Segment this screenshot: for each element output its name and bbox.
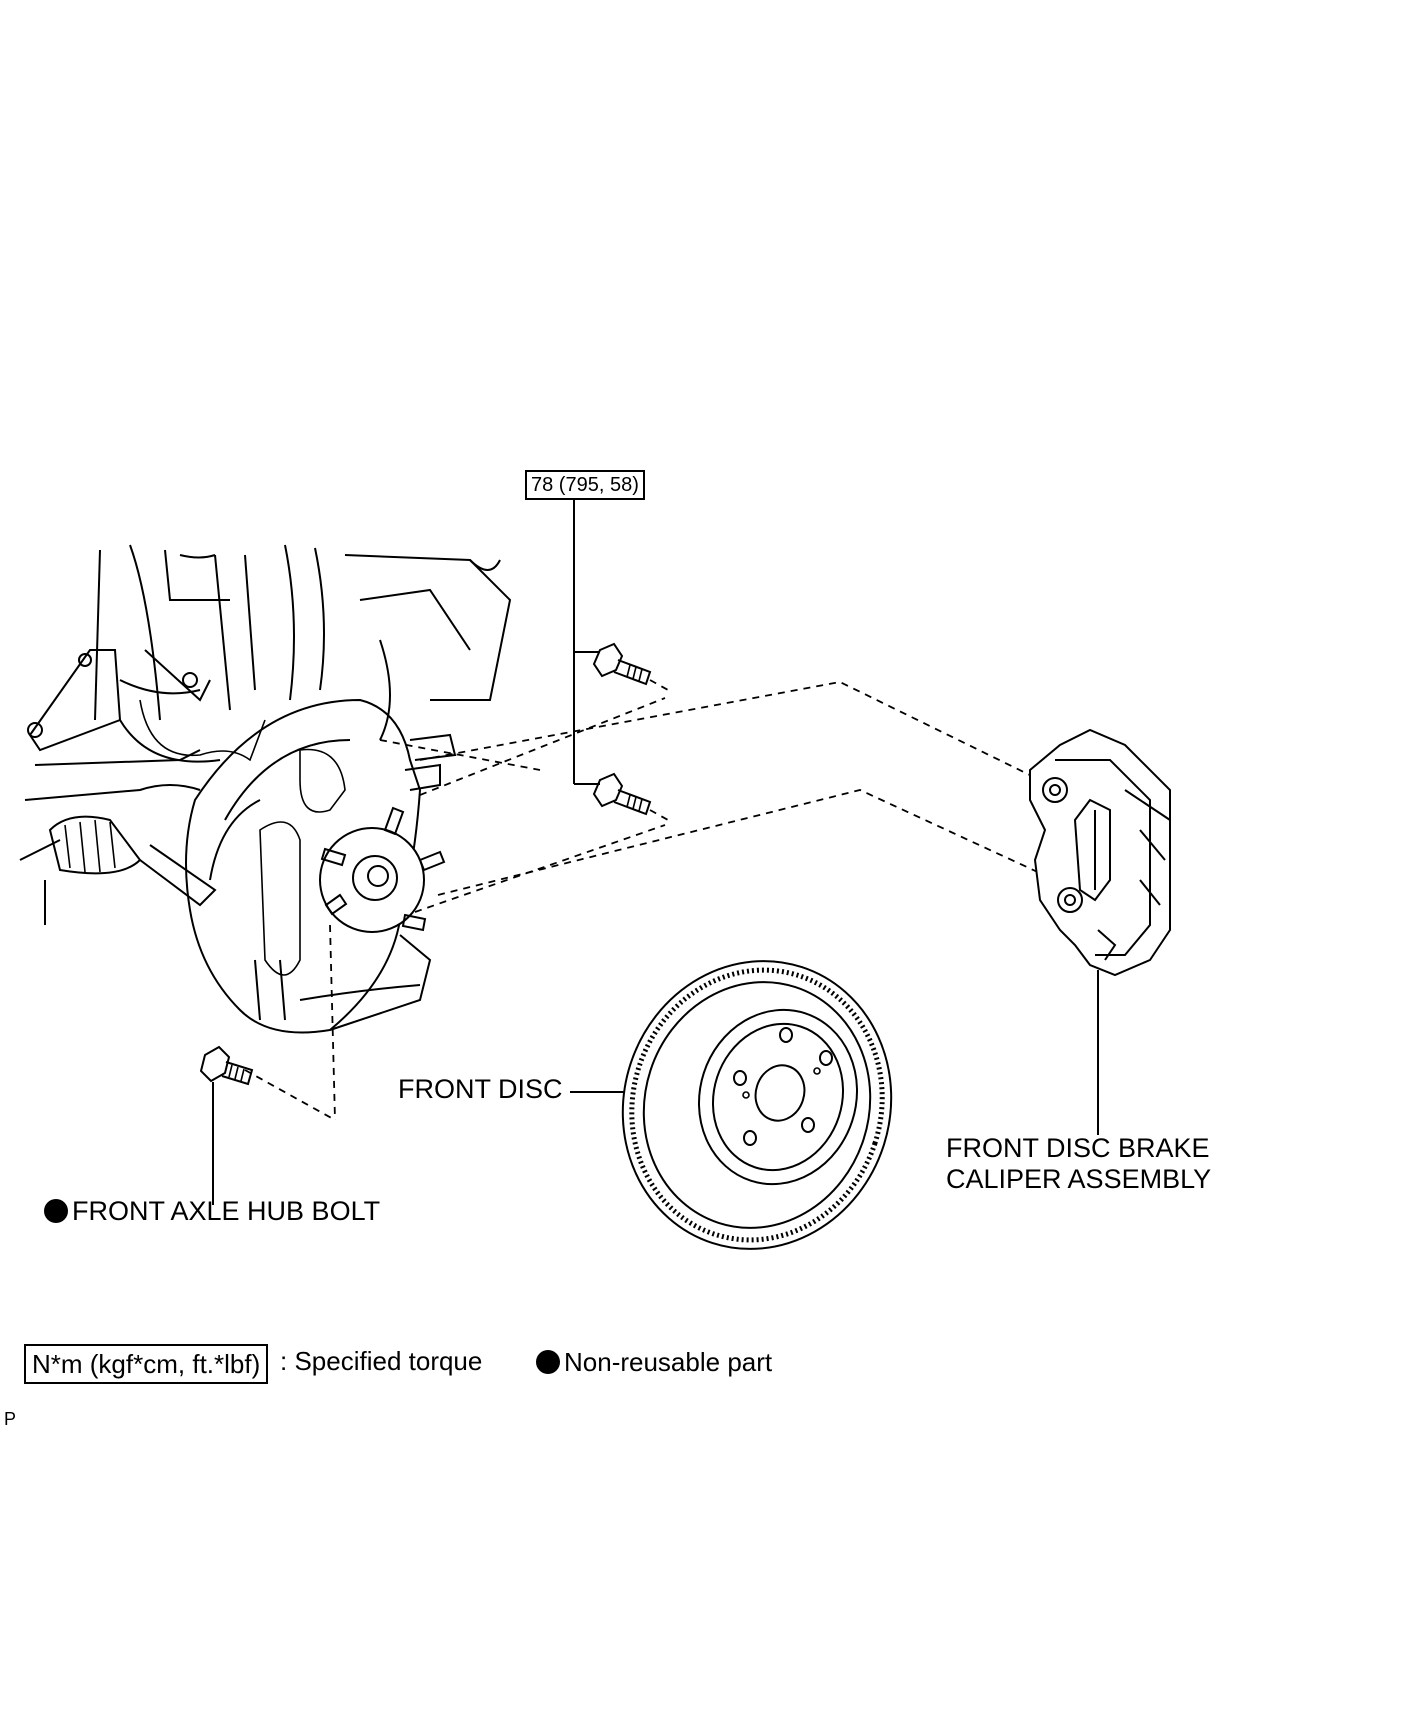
torque-spec-callout: 78 (795, 58) [525, 470, 645, 500]
caliper-bolt-upper [592, 642, 652, 686]
hub-bolt-label-text: FRONT AXLE HUB BOLT [72, 1196, 381, 1226]
front-disc-brake-caliper [1029, 728, 1171, 1135]
installation-dashed-lines [244, 679, 1056, 1121]
front-disc-label: FRONT DISC [398, 1074, 563, 1104]
steering-knuckle-and-suspension [19, 544, 512, 1034]
non-reusable-legend-text: Non-reusable part [564, 1347, 773, 1377]
caliper-bolt-lower [592, 772, 652, 816]
front-axle-hub-bolt-label: FRONT AXLE HUB BOLT [44, 1196, 380, 1227]
corner-mark: P [4, 1409, 17, 1429]
caliper-label-line1: FRONT DISC BRAKE [946, 1133, 1210, 1163]
front-disc-rotor [570, 960, 893, 1250]
non-reusable-legend-dot-icon [536, 1350, 560, 1374]
torque-callout-leader [573, 498, 600, 785]
non-reusable-legend: Non-reusable part [536, 1347, 772, 1378]
torque-unit-legend-box: N*m (kgf*cm, ft.*lbf) [24, 1344, 269, 1384]
non-reusable-dot-icon [44, 1199, 68, 1223]
torque-legend-text: : Specified torque [280, 1346, 483, 1376]
front-axle-hub-bolt [199, 1045, 254, 1205]
caliper-label-line2: CALIPER ASSEMBLY [946, 1164, 1212, 1194]
